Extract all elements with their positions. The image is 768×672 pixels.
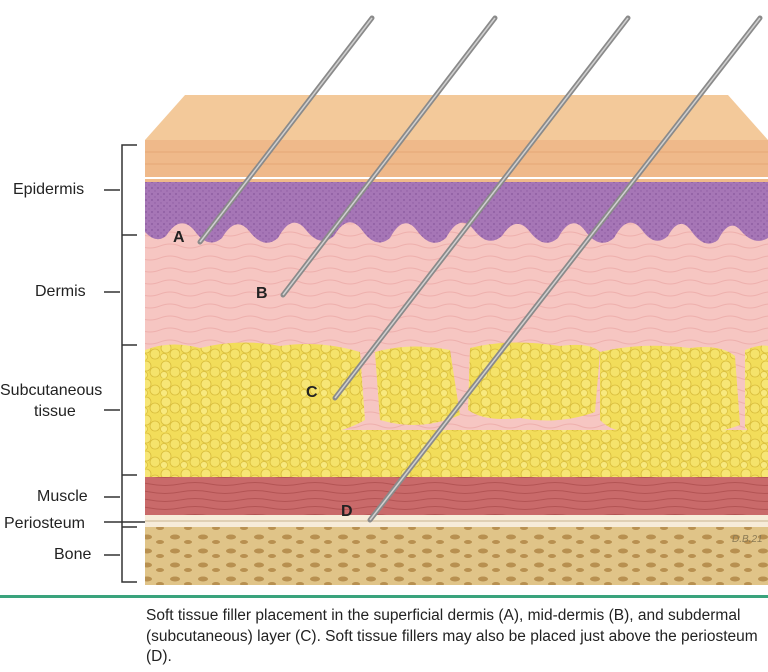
bone-layer xyxy=(145,527,768,585)
label-periosteum: Periosteum xyxy=(4,515,85,532)
needle-label-a: A xyxy=(173,229,185,246)
label-dermis: Dermis xyxy=(35,283,86,300)
label-muscle: Muscle xyxy=(37,488,88,505)
label-bone: Bone xyxy=(54,546,92,563)
needle-label-c: C xyxy=(306,384,318,401)
needle-c xyxy=(332,15,631,401)
label-subcutaneous-line1: Subcutaneous xyxy=(0,382,103,399)
muscle-layer xyxy=(145,477,768,515)
label-subcutaneous-line2: tissue xyxy=(34,403,76,420)
needle-d xyxy=(367,15,763,523)
artist-signature: D.B.21 xyxy=(732,534,763,545)
figure-caption: Soft tissue filler placement in the supe… xyxy=(146,607,758,665)
needle-label-b: B xyxy=(256,285,268,302)
skin-surface xyxy=(145,95,768,140)
label-epidermis: Epidermis xyxy=(13,181,85,198)
needle-label-d: D xyxy=(341,503,353,520)
needle-a xyxy=(197,15,375,245)
layer-bracket xyxy=(104,144,145,583)
skin-cross-section-diagram xyxy=(104,15,768,585)
subcutaneous-fat xyxy=(145,342,768,477)
stratum-corneum xyxy=(145,140,768,182)
needle-b xyxy=(280,15,498,298)
caption-divider xyxy=(0,595,768,598)
